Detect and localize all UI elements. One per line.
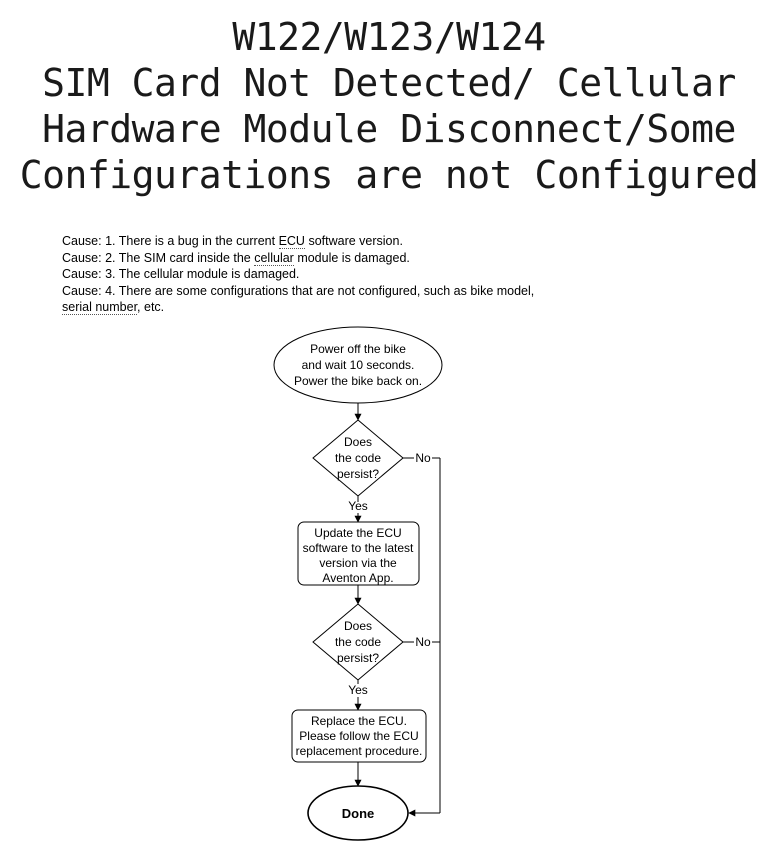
decision2-line-1: Does (344, 619, 372, 633)
decision1-line-2: the code (335, 451, 381, 465)
page-title: W122/W123/W124 SIM Card Not Detected/ Ce… (0, 14, 778, 198)
causes-list: Cause: 1. There is a bug in the current … (62, 233, 762, 316)
cause-4-continued: serial number, etc. (62, 299, 762, 316)
done-label: Done (342, 806, 375, 821)
cause-2-term: cellular (254, 250, 294, 266)
decision1-line-1: Does (344, 435, 372, 449)
update-line-1: Update the ECU (314, 526, 401, 540)
title-line-1: W122/W123/W124 (232, 15, 546, 59)
cause-2: Cause: 2. The SIM card inside the cellul… (62, 250, 762, 267)
cause-1-suffix: software version. (304, 234, 403, 248)
start-line-3: Power the bike back on. (294, 374, 422, 388)
cause-2-suffix: module is damaged. (293, 250, 410, 265)
cause-3: Cause: 3. The cellular module is damaged… (62, 267, 300, 282)
replace-line-2: Please follow the ECU (299, 729, 418, 743)
replace-line-3: replacement procedure. (296, 744, 423, 758)
yes1-label: Yes (348, 499, 368, 513)
cause-2-text: Cause: 2. The SIM card inside the (62, 250, 255, 265)
cause-1-term: ECU (278, 234, 305, 249)
cause-4: Cause: 4. There are some configurations … (62, 283, 535, 298)
title-line-3: Hardware Module Disconnect/Some (42, 107, 736, 151)
yes2-label: Yes (348, 683, 368, 697)
cause-4-term: serial number (62, 300, 138, 316)
start-line-1: Power off the bike (310, 342, 406, 356)
update-line-2: software to the latest (303, 541, 414, 555)
update-line-3: version via the (319, 556, 397, 570)
cause-1: Cause: 1. There is a bug in the current … (62, 233, 762, 250)
no1-label: No (415, 451, 431, 465)
title-line-2: SIM Card Not Detected/ Cellular (42, 61, 736, 105)
decision2-line-3: persist? (337, 651, 379, 665)
decision2-line-2: the code (335, 635, 381, 649)
start-line-2: and wait 10 seconds. (302, 358, 415, 372)
cause-4-suffix: , etc. (137, 300, 165, 315)
no2-label: No (415, 635, 431, 649)
replace-ecu-step (291, 709, 427, 763)
title-line-4: Configurations are not Configured (19, 153, 759, 197)
replace-line-1: Replace the ECU. (311, 714, 407, 728)
cause-1-text: Cause: 1. There is a bug in the current (62, 234, 279, 248)
decision1-line-3: persist? (337, 467, 379, 481)
done-terminal (307, 785, 409, 841)
update-line-4: Aventon App. (322, 571, 393, 585)
